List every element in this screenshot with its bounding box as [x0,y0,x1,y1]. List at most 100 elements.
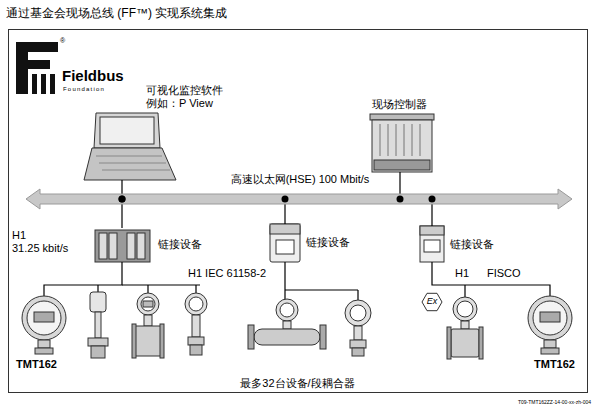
junction-dot [429,196,436,203]
field-device-icon [192,315,200,337]
junction-dot [397,196,404,203]
tmt162-icon [27,301,61,335]
tmt162-icon [35,348,53,354]
linking-device-icon [270,224,300,234]
junction-dot [282,196,289,203]
node-label: 现场控制器 [372,98,427,111]
laptop-icon [84,113,176,180]
note-text: 最多32台设备/段耦合器 [0,376,595,390]
bus-connector [121,180,122,194]
fieldbus-logo [41,74,46,94]
linking-device-icon [109,233,117,259]
title-text: 通过基金会现场总线 (FF™) 实现系统集成 [6,6,227,20]
tmt162-icon [533,301,567,335]
linking-device-icon [99,233,107,259]
field-device-icon [350,305,366,321]
linking-device-icon [95,230,150,262]
field-device-icon [350,340,366,348]
field-device-icon [352,348,364,356]
bus-connector [431,204,432,226]
laptop-icon [96,156,170,170]
registered-mark: ® [60,36,65,45]
field-device-icon [189,297,203,311]
drawing-code: T09-TMT162ZZ-14-00-xx-zh-004 [518,399,591,405]
tmt162-icon [544,340,556,348]
field-device-icon [280,303,294,317]
h1-wiring [122,284,200,285]
monitor-laptop: 可视化监控软件 例如：P View [86,84,262,180]
field-device-icon [95,312,101,338]
bus-connector [44,262,122,294]
field-device-icon [143,301,153,307]
field-device-icon [141,297,155,311]
controller-icon [370,114,434,120]
bus-arrow [26,194,572,204]
field-device-icon [283,321,291,329]
bus-name: H1 [12,228,26,242]
bus-standard: H1 IEC 61158-2 [188,266,266,280]
ex-mark: Ex [422,296,442,307]
field-device-icon [451,329,479,357]
field-device-icon [453,297,477,321]
tmt162-transmitter: TMT162 [516,294,584,372]
field-device-icon [88,292,483,359]
field-device-icon [320,325,326,349]
bus-standard: FISCO [487,266,521,280]
field-device-icon [160,324,164,358]
tmt162-icon [22,294,572,354]
field-device-icon [276,299,298,321]
node-label: TMT162 [16,358,57,371]
field-device-icon [188,337,204,345]
bus-speed: 31.25 kbit/s [12,241,68,255]
linking-device-icon [420,226,444,262]
tmt162-icon [44,294,550,296]
field-device-icon [254,329,320,345]
laptop-icon [84,148,176,180]
hse-bus: 高速以太网(HSE) 100 Mbit/s [26,194,574,204]
field-device-icon [457,301,473,317]
field-device-icon [461,321,469,329]
h1-wiring [464,285,465,297]
fieldbus-logo [32,74,37,94]
node-label: TMT162 [534,358,575,371]
field-device-icon [134,326,162,356]
logo-subtitle: Foundation [63,85,105,93]
fieldbus-logo [16,42,58,94]
field-device-icon [144,315,152,326]
bus-connector [284,204,285,224]
field-device-icon [185,293,207,315]
frame [9,30,588,393]
field-device-icon [137,293,159,315]
laptop-icon [100,117,154,144]
bus-arrow [26,189,572,209]
linking-device-icon [137,233,145,259]
fieldbus-logo [16,42,58,94]
laptop-icon [94,113,160,148]
linking-device-icon [420,226,444,235]
linking-device: 链接设备 [266,224,356,262]
node-label: 链接设备 [158,238,202,251]
linking-device-icon [127,233,135,259]
bus-name: H1 [455,266,469,280]
linking-device-icon [424,240,440,252]
field-device-icon [354,326,362,340]
linking-device: 链接设备 [418,226,502,262]
tmt162-icon [22,296,66,340]
junction-dot [119,196,126,203]
bus-connector [399,172,400,194]
node-label: 链接设备 [450,238,494,251]
field-device-icon [190,345,202,355]
node-label: 高速以太网(HSE) 100 Mbit/s [26,173,574,186]
field-device-icon [479,327,483,359]
field-controller: 现场控制器 [366,98,438,172]
controller-icon [380,124,420,156]
node-label: 可视化监控软件 例如：P View [146,84,242,110]
linking-device-icon [95,224,444,262]
tmt162-icon [541,348,559,354]
controller-icon [372,120,432,172]
h1-wiring [98,285,196,293]
controller-icon [374,160,430,170]
fieldbus-logo [50,74,55,94]
junction-dot [119,196,126,203]
